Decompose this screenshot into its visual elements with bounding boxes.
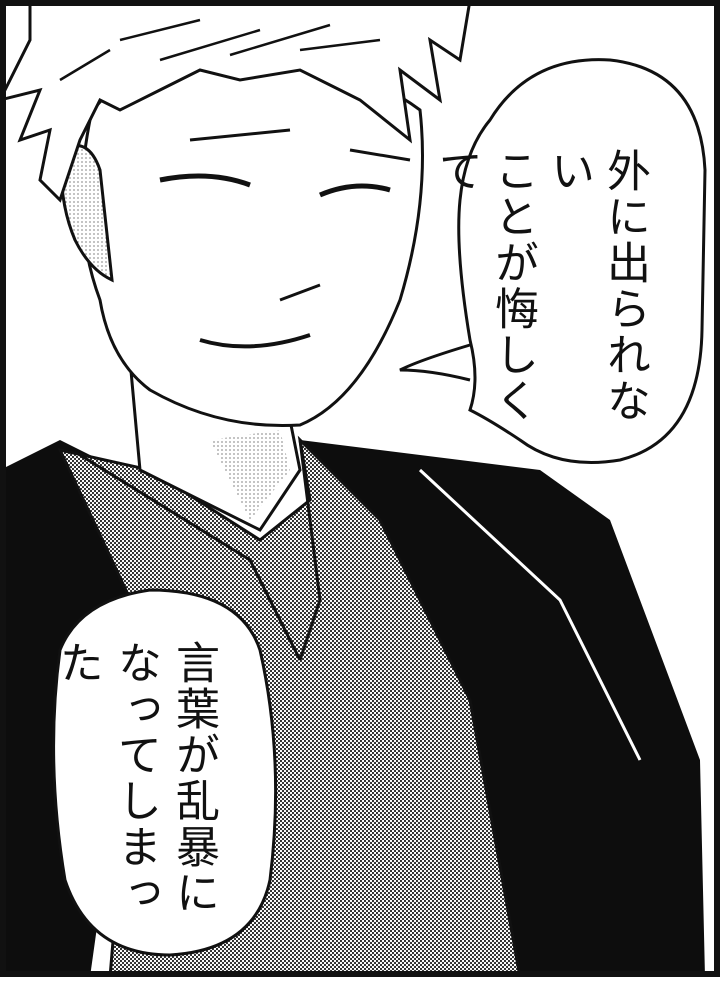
nose [279, 283, 321, 302]
speech-bubble-top-text: 外に出られない ことが悔しくて [431, 148, 650, 424]
speech-bubble-top [457, 58, 707, 464]
speech-bubble-bottom-text: 言葉が乱暴に なってしまった [52, 640, 219, 916]
collar-left-line [79, 453, 302, 661]
collar-right-line [298, 439, 322, 661]
coat-highlight [418, 468, 642, 761]
left-eye [159, 173, 251, 188]
hair [0, 0, 472, 203]
speech-bubble-top-tail [399, 343, 471, 382]
neck-shadow [210, 430, 290, 520]
mouth [199, 333, 311, 349]
left-brow [189, 128, 291, 142]
hair-strands [59, 18, 381, 82]
speech-bubble-bottom [52, 588, 278, 957]
right-eye [319, 183, 391, 198]
coat-right [300, 440, 705, 977]
right-brow [349, 148, 411, 162]
